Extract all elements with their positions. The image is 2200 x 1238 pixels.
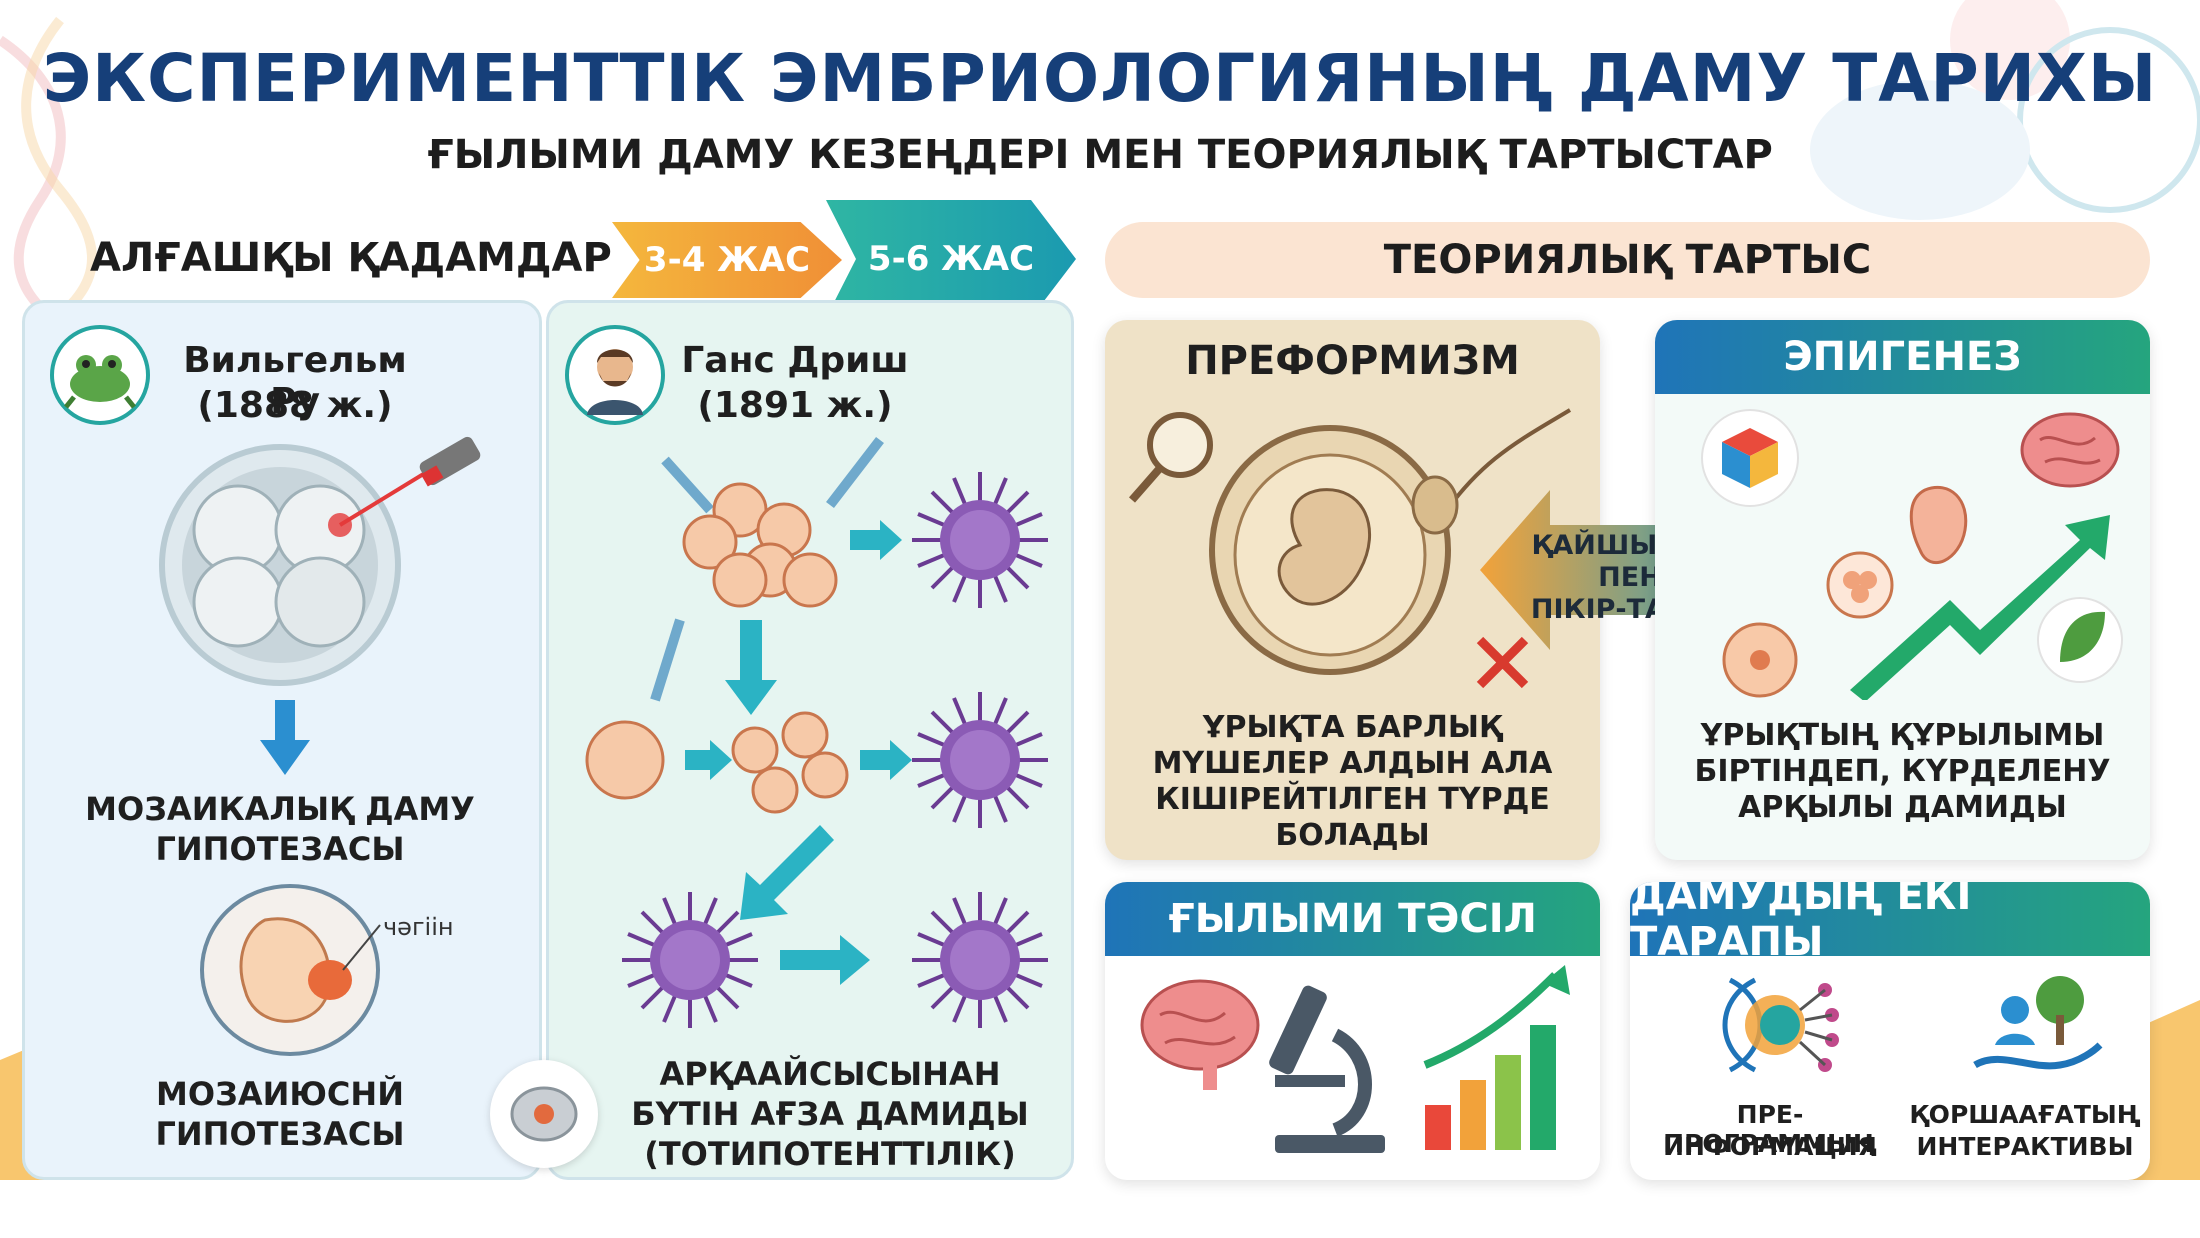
driesch-conclusion-line1: АРҚААЙСЫСЫНАН (659, 1055, 1001, 1093)
pipette-icon (661, 436, 884, 514)
page-title: ЭКСПЕРИМЕНТТІК ЭМБРИОЛОГИЯНЫҢ ДАМУ ТАРИХ… (42, 40, 2158, 117)
page-subtitle: ҒЫЛЫМИ ДАМУ КЕЗЕҢДЕРІ МЕН ТЕОРИЯЛЫҚ ТАРТ… (427, 132, 1773, 178)
stage-2-label: 5-6 ЖАС (867, 239, 1035, 279)
roux-hypothesis-1-line2: ГИПОТЕЗАСЫ (155, 830, 405, 868)
leaf-icon (2037, 597, 2123, 683)
cell-icon (510, 1086, 578, 1142)
roux-hypothesis-1-line1: МОЗАИКАЛЫҚ ДАМУ (85, 790, 475, 828)
preformism-line4: БОЛАДЫ (1275, 818, 1430, 853)
stage-1-label: 3-4 ЖАС (643, 240, 811, 280)
man-icon (587, 349, 643, 415)
embryo-annotation: чәгіін (383, 913, 454, 941)
driesch-year: (1891 ж.) (697, 385, 893, 426)
roux-name: Вильгельм Ру (183, 340, 407, 422)
brain-icon (1140, 979, 1260, 1090)
epigenesis-illustration (1701, 409, 2123, 700)
laser-icon (419, 436, 481, 487)
driesch-conclusion-line3: (ТОТИПОТЕНТТІЛІК) (644, 1135, 1016, 1173)
roux-hypothesis-2-line1: МОЗАИЮСНЙ (156, 1075, 404, 1113)
preformism-line3: КІШІРЕЙТІЛГЕН ТҮРДЕ (1155, 782, 1550, 817)
driesch-experiment-illustration (585, 436, 1050, 1030)
method-illustration (1140, 965, 1570, 1153)
epigenesis-line1: ҰРЫҚТЫҢ ҚҰРЫЛЫМЫ (1700, 718, 2105, 753)
preformism-illustration (1128, 408, 1572, 689)
magnifier-icon (1128, 412, 1213, 503)
roux-year: (1888 ж.) (197, 385, 393, 426)
method-header: ҒЫЛЫМИ ТӘСІЛ (1105, 882, 1600, 956)
cube-icon (1701, 409, 1799, 507)
preformism-title: ПРЕФОРМИЗМ (1185, 338, 1520, 384)
preformism-line2: МҮШЕЛЕР АЛДЫН АЛА (1152, 746, 1553, 781)
tree-hand-icon (1973, 976, 2103, 1070)
debate-line2: ПЕН (1598, 562, 1662, 593)
two-sides-left-line2: ИНФОРМАЦИЯ (1663, 1132, 1877, 1161)
two-sides-title: ДАМУДЫҢ ЕКІ ТАРАПЫ (1630, 882, 1972, 965)
driesch-name: Ганс Дриш (681, 340, 909, 381)
epigenesis-title: ЭПИГЕНЕЗ (1783, 334, 2022, 380)
preformism-line1: ҰРЫҚТА БАРЛЫҚ (1202, 710, 1503, 745)
roux-hypothesis-2-line2: ГИПОТЕЗАСЫ (155, 1115, 405, 1153)
cross-icon (1476, 636, 1529, 689)
frog-avatar (50, 325, 150, 425)
two-sides-right-line1: ҚОРШААҒАТЫҢ (1909, 1100, 2141, 1129)
brain-icon (2020, 412, 2120, 488)
theory-header-bar: ТЕОРИЯЛЫҚ ТАРТЫС (1105, 222, 2150, 298)
epigenesis-line2: БІРТІНДЕП, КҮРДЕЛЕНУ (1694, 754, 2111, 789)
microscope-icon (1269, 985, 1385, 1153)
dna-head-icon (1722, 977, 1839, 1073)
two-sides-right-line2: ИНТЕРАКТИВЫ (1916, 1132, 2134, 1161)
epigenesis-line3: АРҚЫЛЫ ДАМИДЫ (1738, 790, 2067, 825)
early-steps-label: АЛҒАШҚЫ ҚАДАМДАР (90, 235, 612, 281)
stage-arrow-1: 3-4 ЖАС (612, 222, 842, 298)
method-title: ҒЫЛЫМИ ТӘСІЛ (1168, 896, 1537, 942)
down-arrow-roux (260, 700, 310, 775)
pipette-icon (650, 618, 685, 702)
stage-arrow-2: 5-6 ЖАС (826, 200, 1076, 318)
frog-icon (64, 355, 136, 409)
epigenesis-header: ЭПИГЕНЕЗ (1655, 320, 2150, 394)
bar-chart-icon (1423, 965, 1570, 1150)
roux-embryo-illustration (159, 436, 481, 686)
man-avatar (565, 325, 665, 425)
cell-badge (490, 1060, 598, 1168)
driesch-conclusion-line2: БҮТІН АҒЗА ДАМИДЫ (631, 1095, 1029, 1133)
epigenesis-card: ЭПИГЕНЕЗ (1655, 320, 2150, 860)
two-sides-left-line1: ПРЕ-ПРОГРАММЫҢ (1663, 1100, 1877, 1158)
theory-label: ТЕОРИЯЛЫҚ ТАРТЫС (1383, 237, 1872, 283)
half-embryo-illustration (200, 884, 381, 1056)
two-sides-header: ДАМУДЫҢ ЕКІ ТАРАПЫ (1630, 882, 2150, 965)
